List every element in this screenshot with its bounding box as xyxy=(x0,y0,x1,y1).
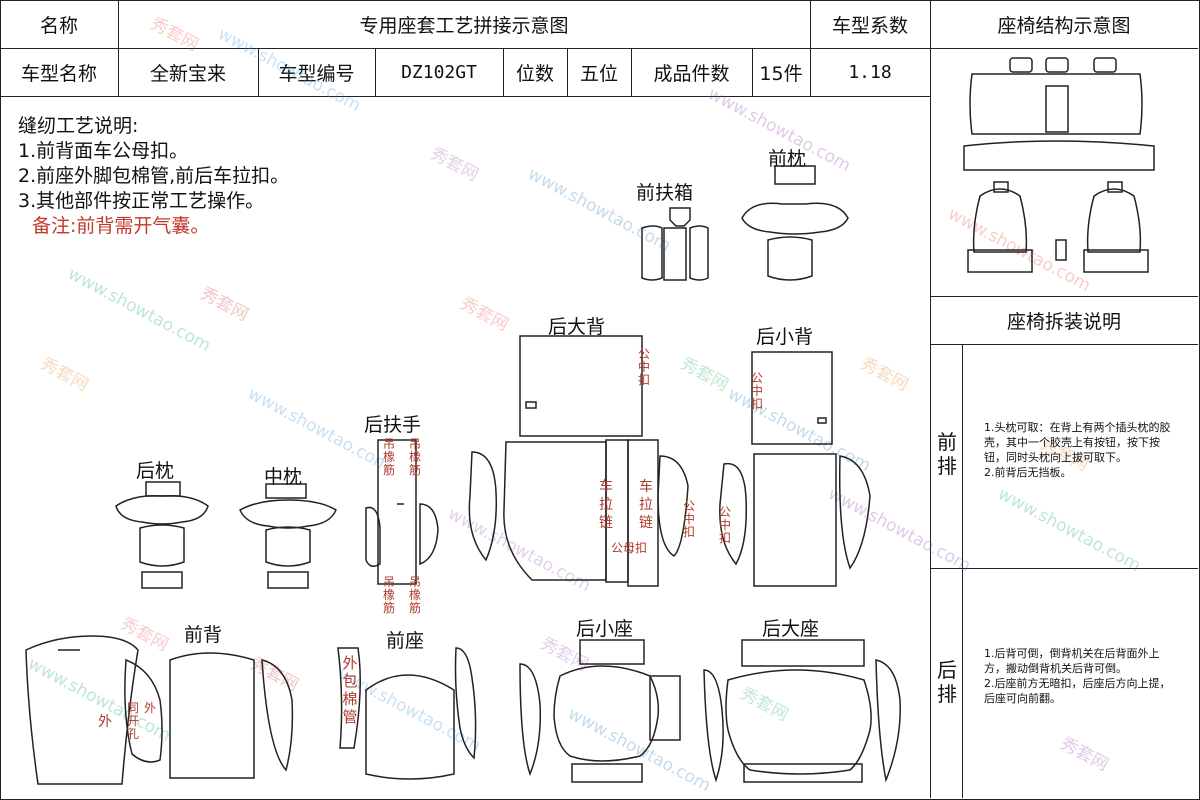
mid-pillow-pieces xyxy=(239,483,337,589)
part-label-rear-pillow: 后枕 xyxy=(136,460,175,482)
disassembly-title: 座椅拆装说明 xyxy=(1006,310,1121,333)
model-code: DZ102GT xyxy=(401,61,477,83)
mark-male-snap: 公中扣 xyxy=(750,371,763,411)
mark-elastic: 吊橡筋 xyxy=(382,437,395,477)
mark-elastic: 吊橡筋 xyxy=(408,437,421,477)
mark-outer-cotton: 外包棉管 xyxy=(342,654,358,726)
divider xyxy=(930,296,1198,297)
rear-big-back-pieces xyxy=(468,335,689,587)
part-label-front-back: 前背 xyxy=(184,624,223,646)
part-label-front-seat: 前座 xyxy=(386,630,425,652)
notes-remark: 备注:前背需开气囊。 xyxy=(32,215,210,237)
front-row-label: 前排 xyxy=(936,430,958,478)
rear-row-label: 后排 xyxy=(936,658,958,706)
model-name-label: 车型名称 xyxy=(20,62,97,85)
seat-structure-sketch xyxy=(963,57,1155,273)
sewing-notes: 缝纫工艺说明: 1.前背面车公母扣。 2.前座外脚包棉管,前后车拉扣。 3.其他… xyxy=(18,114,289,239)
page-title: 专用座套工艺拼接示意图 xyxy=(359,14,569,37)
front-box-pieces xyxy=(641,207,709,281)
pieces-value: 15件 xyxy=(759,62,803,85)
coef-label: 车型系数 xyxy=(831,14,908,37)
divider xyxy=(962,344,963,798)
front-seat-pieces xyxy=(337,647,477,780)
divider xyxy=(258,48,259,96)
divider xyxy=(118,0,119,96)
rear-armrest-pieces xyxy=(365,439,439,585)
mark-elastic: 吊橡筋 xyxy=(382,575,395,615)
divider xyxy=(930,344,1198,345)
rear-row-text: 后排 xyxy=(937,658,957,706)
notes-title: 缝纫工艺说明: xyxy=(18,115,139,137)
notes-item: 2.前座外脚包棉管,前后车拉扣。 xyxy=(18,165,290,187)
divider xyxy=(0,96,930,97)
part-label-rear-big-seat: 后大座 xyxy=(762,618,820,640)
part-label-mid-pillow: 中枕 xyxy=(264,466,303,488)
mark-male-snap: 公中扣 xyxy=(682,499,695,539)
divider xyxy=(810,0,811,96)
divider xyxy=(930,568,1198,569)
divider xyxy=(930,0,931,798)
front-pillow-pieces xyxy=(741,165,849,281)
pieces-label: 成品件数 xyxy=(653,62,730,85)
model-code-label: 车型编号 xyxy=(278,62,355,85)
mark-snap-bottom: 公母扣 xyxy=(610,541,647,555)
front-back-pieces xyxy=(25,635,294,785)
front-row-instructions: 1.头枕可取：在背上有两个插头枕的胶壳，其中一个胶壳上有按钮，按下按钮，同时头枕… xyxy=(984,421,1171,479)
part-label-rear-small-back: 后小背 xyxy=(756,326,814,348)
structure-title: 座椅结构示意图 xyxy=(997,14,1131,37)
part-label-rear-big-back: 后大背 xyxy=(548,316,606,338)
rear-row-instructions: 1.后背可倒，倒背机关在后背面外上方，搬动倒背机关后背可倒。 2.后座前方无暗扣… xyxy=(984,647,1171,705)
coef-value: 1.18 xyxy=(848,61,892,83)
rear-small-seat-pieces xyxy=(519,639,681,783)
part-label-front-pillow: 前枕 xyxy=(768,148,807,170)
mark-male-snap: 公中扣 xyxy=(718,505,731,545)
mark-outer: 外 xyxy=(143,701,156,715)
mark-zipper: 车拉链 xyxy=(639,479,653,531)
mark-zipper: 车拉链 xyxy=(599,479,613,531)
name-label: 名称 xyxy=(39,14,78,37)
front-row-text: 前排 xyxy=(937,430,957,478)
rear-small-back-pieces xyxy=(719,351,871,587)
mark-same-hole: 同开孔 xyxy=(126,701,139,741)
model-name: 全新宝来 xyxy=(149,62,226,85)
seats-label: 位数 xyxy=(515,62,554,85)
seats-value: 五位 xyxy=(579,62,618,85)
notes-item: 3.其他部件按正常工艺操作。 xyxy=(18,190,265,212)
divider xyxy=(375,48,376,96)
part-label-rear-small-seat: 后小座 xyxy=(576,618,634,640)
mark-male-snap: 公中扣 xyxy=(637,347,650,387)
notes-item: 1.前背面车公母扣。 xyxy=(18,140,189,162)
divider xyxy=(567,48,568,96)
mark-elastic: 吊橡筋 xyxy=(408,575,421,615)
divider xyxy=(631,48,632,96)
rear-big-seat-pieces xyxy=(703,639,901,783)
part-label-rear-armrest: 后扶手 xyxy=(364,414,422,436)
mark-outer: 外 xyxy=(98,714,112,730)
divider xyxy=(0,48,1198,49)
part-label-front-box: 前扶箱 xyxy=(636,182,694,204)
divider xyxy=(503,48,504,96)
rear-pillow-pieces xyxy=(115,481,209,589)
divider xyxy=(752,48,753,96)
